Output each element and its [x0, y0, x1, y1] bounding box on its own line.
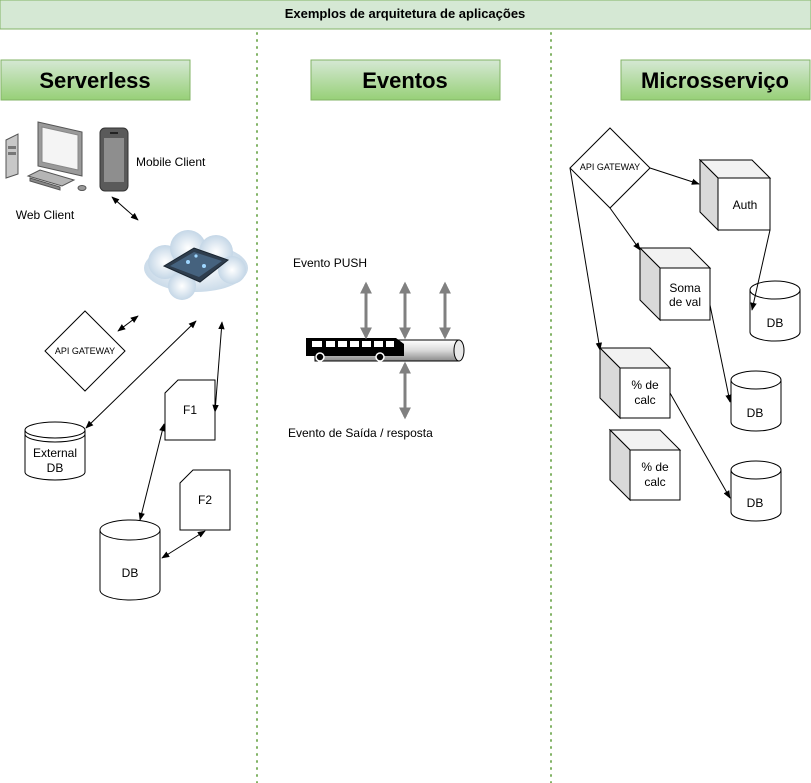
function-f2-node: F2 — [179, 469, 231, 531]
db-label: DB — [767, 316, 784, 330]
connector — [750, 229, 771, 311]
bus-icon — [306, 338, 404, 362]
f1-label: F1 — [183, 403, 197, 417]
auth-service-node: Auth — [698, 158, 772, 232]
connector — [161, 530, 206, 559]
serverless-connectors — [85, 196, 225, 559]
connector — [649, 167, 700, 185]
auth-label: Auth — [733, 198, 758, 212]
page-title: Exemplos de arquitetura de aplicações — [285, 6, 526, 21]
web-client-label: Web Client — [16, 208, 75, 222]
calc-service-replica-node: % de calc — [608, 428, 682, 502]
calc-label: % de — [641, 460, 669, 474]
db-label: DB — [747, 496, 764, 510]
connector — [669, 392, 731, 499]
desktop-computer-icon — [5, 121, 87, 191]
event-output-label: Evento de Saída / resposta — [288, 426, 433, 440]
connector — [569, 167, 602, 351]
db-label: DB — [122, 566, 139, 580]
section-title: Serverless — [39, 68, 150, 93]
page-header: Exemplos de arquitetura de aplicações — [0, 0, 811, 30]
connector — [117, 315, 139, 332]
section-title: Microsserviço — [641, 68, 789, 93]
cloud-icon — [144, 230, 248, 300]
db-label: DB — [747, 406, 764, 420]
event-arrows — [360, 281, 451, 420]
calc-label: calc — [644, 475, 665, 489]
calc-label: calc — [634, 393, 655, 407]
soma-service-node: Soma de val — [638, 246, 712, 322]
connector — [111, 196, 139, 221]
ms-api-gateway-node: API GATEWAY — [569, 127, 651, 209]
calc-service-node: % de calc — [598, 346, 672, 420]
f2-label: F2 — [198, 493, 212, 507]
mobile-phone-icon — [99, 127, 129, 192]
ms-db-node: DB — [730, 460, 782, 522]
mobile-client-label: Mobile Client — [136, 155, 206, 169]
connector — [85, 320, 197, 429]
function-f1-node: F1 — [164, 379, 216, 441]
ms-db-node: DB — [730, 370, 782, 432]
api-gateway-node: API GATEWAY — [44, 310, 126, 392]
section-header-microsservico: Microsserviço — [620, 59, 811, 101]
api-gateway-label: API GATEWAY — [55, 346, 115, 356]
ms-db-node: DB — [749, 280, 801, 342]
ms-connectors — [569, 167, 771, 499]
section-header-serverless: Serverless — [0, 59, 191, 101]
connector — [212, 321, 225, 413]
connector — [709, 304, 732, 403]
section-title: Eventos — [362, 68, 448, 93]
calc-label: % de — [631, 378, 659, 392]
serverless-db-node: DB — [99, 519, 161, 601]
soma-label: Soma — [669, 281, 701, 295]
connector — [609, 207, 641, 251]
soma-label: de val — [669, 295, 701, 309]
connector — [138, 423, 166, 521]
ms-api-gateway-label: API GATEWAY — [580, 162, 640, 172]
section-header-eventos: Eventos — [310, 59, 501, 101]
event-push-label: Evento PUSH — [293, 256, 367, 270]
